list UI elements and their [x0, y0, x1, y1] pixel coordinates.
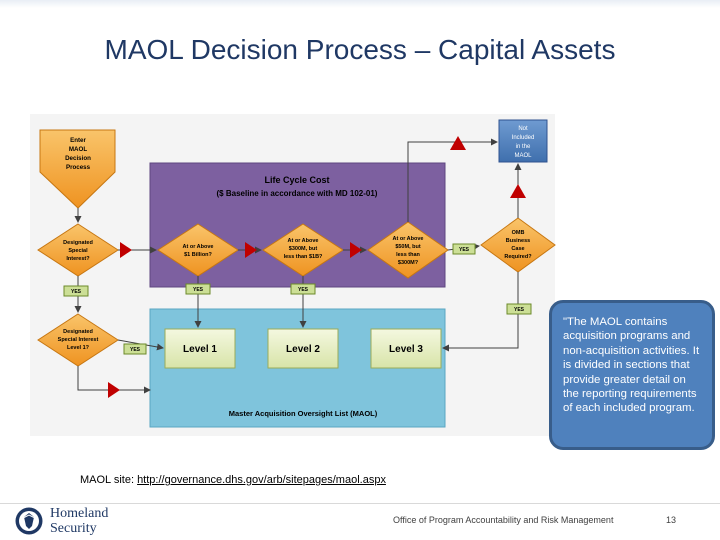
footer-rule [0, 503, 720, 504]
enter-line: Decision [65, 155, 91, 162]
top-band [0, 0, 720, 8]
decision-text: At or Above [288, 238, 319, 244]
decision-text: $50M, but [395, 244, 421, 250]
yes-label: YES [193, 287, 204, 293]
connector [442, 272, 519, 352]
yes-tag [123, 343, 147, 355]
decision-text: Designated [63, 240, 93, 246]
no-marker [245, 242, 257, 258]
no-marker [120, 242, 132, 258]
yes-label: YES [459, 247, 470, 253]
level3-box [370, 328, 442, 369]
decision-text: less than $1B? [284, 254, 323, 260]
dhs-logo: Homeland Security [10, 505, 130, 537]
maol-site: MAOL site: http://governance.dhs.gov/arb… [80, 474, 386, 486]
decision-text: Case [511, 246, 524, 252]
maol-site-link[interactable]: http://governance.dhs.gov/arb/sitepages/… [137, 474, 386, 486]
footer-office: Office of Program Accountability and Ris… [393, 515, 614, 525]
level1-label: Level 1 [183, 344, 217, 355]
yes-tag [290, 283, 316, 295]
enter-line: MAOL [69, 146, 87, 153]
not-included-line: Not [518, 126, 528, 132]
decision-text: Special Interest [58, 337, 99, 343]
level3-label: Level 3 [389, 344, 423, 355]
decision-text: $1 Billion? [184, 252, 212, 258]
yes-label: YES [71, 289, 82, 295]
decision-text: At or Above [393, 236, 424, 242]
dhs-seal-icon [15, 507, 43, 535]
logo-line1: Homeland [50, 506, 109, 521]
enter-maol-shape [39, 129, 116, 209]
no-marker [510, 184, 526, 198]
connector [407, 138, 498, 222]
yes-tag [185, 283, 211, 295]
decision-text: Designated [63, 329, 93, 335]
yes-label: YES [298, 287, 309, 293]
maol-callout: "The MAOL contains acquisition programs … [549, 300, 715, 450]
no-marker [450, 136, 466, 150]
decision-50m [367, 221, 449, 279]
enter-line: Enter [70, 137, 86, 144]
site-label: MAOL site: [80, 474, 134, 486]
not-included-line: in the [516, 144, 531, 150]
level1-box [164, 328, 236, 369]
not-included-box [498, 119, 548, 163]
not-included-line: Included [512, 135, 535, 141]
page-title: MAOL Decision Process – Capital Assets [104, 34, 616, 65]
yes-tag [452, 243, 476, 255]
yes-tag [63, 285, 89, 297]
decision-text: OMB [512, 230, 525, 236]
decision-text: less than [396, 252, 420, 258]
decision-text: At or Above [183, 244, 214, 250]
yes-label: YES [130, 347, 141, 353]
lcc-title: Life Cycle Cost [264, 175, 329, 185]
decision-text: $300M, but [289, 246, 318, 252]
decision-text: $300M? [398, 260, 419, 266]
connector [77, 366, 151, 394]
level2-label: Level 2 [286, 344, 320, 355]
lcc-subtitle: ($ Baseline in accordance with MD 102-01… [217, 189, 378, 198]
decision-diagram: Life Cycle Cost ($ Baseline in accordanc… [30, 114, 556, 436]
enter-line: Process [66, 164, 91, 171]
decision-text: Level 1? [67, 345, 90, 351]
yes-label: YES [514, 307, 525, 313]
decision-text: Required? [504, 254, 532, 260]
page-number: 13 [666, 515, 677, 525]
decision-text: Business [506, 238, 530, 244]
decision-text: Special [68, 248, 88, 254]
level2-box [267, 328, 339, 369]
no-marker [350, 242, 362, 258]
yes-tag [506, 303, 532, 315]
not-included-line: MAOL [514, 153, 532, 159]
no-marker [108, 382, 120, 398]
logo-line2: Security [50, 521, 97, 536]
decision-text: Interest? [66, 256, 90, 262]
maol-label: Master Acquisition Oversight List (MAOL) [229, 409, 378, 418]
